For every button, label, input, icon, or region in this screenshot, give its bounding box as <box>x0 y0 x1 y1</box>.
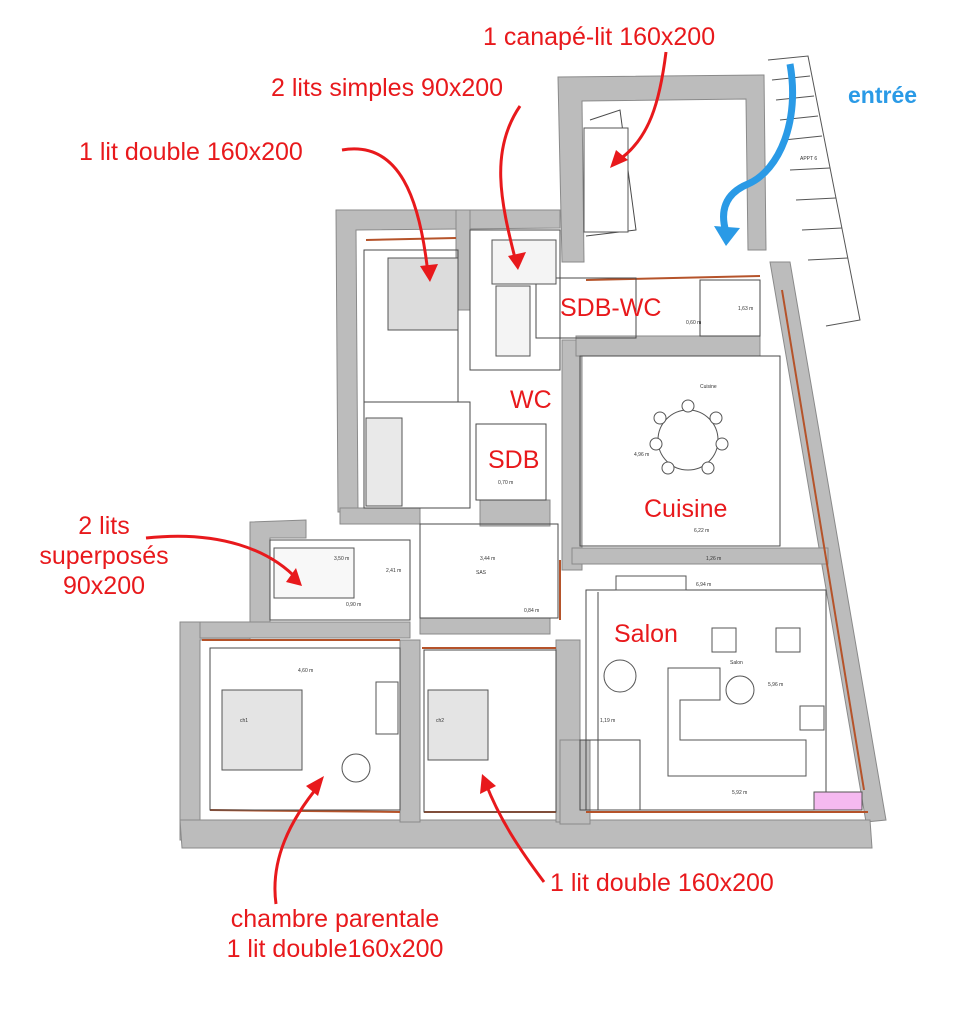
svg-text:3,44 m: 3,44 m <box>480 556 495 562</box>
svg-text:5,96 m: 5,96 m <box>768 682 783 688</box>
svg-text:6,94 m: 6,94 m <box>696 582 711 588</box>
svg-text:4,60 m: 4,60 m <box>298 668 313 674</box>
svg-text:ch2: ch2 <box>436 718 444 724</box>
arrow-canape <box>615 51 668 164</box>
room-sdb-wc: SDB-WC <box>560 294 662 322</box>
red-arrows <box>145 51 668 905</box>
single-bed-2 <box>495 285 531 357</box>
entree-label: entrée <box>848 82 918 108</box>
svg-text:Cuisine: Cuisine <box>700 384 717 390</box>
svg-text:1,19 m: 1,19 m <box>600 718 615 724</box>
interior-lines <box>209 109 827 813</box>
svg-text:0,70 m: 0,70 m <box>498 480 513 486</box>
annotation-chambre-parentale: chambre parentale 1 lit double160x200 <box>200 904 470 964</box>
chambre-parentale-line-1: chambre parentale <box>230 905 440 933</box>
annotation-lits-simples: 2 lits simples 90x200 <box>271 74 504 102</box>
arrow-lit-double-bottom <box>484 783 546 883</box>
single-bed-1 <box>491 239 557 285</box>
room-sdb: SDB <box>488 446 540 474</box>
furniture <box>221 127 863 811</box>
svg-text:6,22 m: 6,22 m <box>694 528 709 534</box>
sofa-bed <box>583 127 629 233</box>
double-bed-bottom <box>427 689 489 761</box>
bunk-beds <box>273 547 355 599</box>
superposes-line-3: 90x200 <box>62 572 146 600</box>
annotation-superposes: 2 lits superposés 90x200 <box>34 511 174 601</box>
room-salon: Salon <box>614 620 678 648</box>
svg-text:APPT 6: APPT 6 <box>800 156 817 162</box>
svg-text:4,96 m: 4,96 m <box>634 452 649 458</box>
annotation-lit-double-bottom: 1 lit double 160x200 <box>550 869 774 897</box>
arrow-lit-double-top <box>341 147 430 275</box>
salon-sofa <box>667 667 807 777</box>
annotation-canape-lit: 1 canapé-lit 160x200 <box>483 23 716 51</box>
arrow-chambre-parentale <box>273 783 322 905</box>
entree-arrow <box>714 63 797 246</box>
svg-text:1,63 m: 1,63 m <box>738 306 753 312</box>
exterior-walls <box>179 74 887 849</box>
superposes-line-2: superposés <box>39 542 169 570</box>
svg-text:5,92 m: 5,92 m <box>732 790 747 796</box>
svg-text:0,84 m: 0,84 m <box>524 608 539 614</box>
annotation-lit-double-top: 1 lit double 160x200 <box>79 138 303 166</box>
svg-text:0,90 m: 0,90 m <box>346 602 361 608</box>
chambre-parentale-line-2: 1 lit double160x200 <box>226 935 444 963</box>
room-cuisine: Cuisine <box>644 495 728 523</box>
arrow-lits-simples <box>499 105 522 263</box>
svg-text:0,60 m: 0,60 m <box>686 320 701 326</box>
dining-table <box>657 409 719 471</box>
dimension-labels: Cuisine Salon SAS ch1 ch2 APPT 6 6,22 m … <box>240 156 817 796</box>
svg-text:3,50 m: 3,50 m <box>334 556 349 562</box>
svg-text:Salon: Salon <box>730 660 743 666</box>
svg-text:ch1: ch1 <box>240 718 248 724</box>
svg-text:2,41 m: 2,41 m <box>386 568 401 574</box>
room-wc: WC <box>510 386 552 414</box>
svg-text:SAS: SAS <box>476 570 487 576</box>
superposes-line-1: 2 lits <box>78 512 130 540</box>
arrow-superposes <box>145 534 300 582</box>
svg-text:1,26 m: 1,26 m <box>706 556 721 562</box>
parent-bed <box>221 689 303 771</box>
